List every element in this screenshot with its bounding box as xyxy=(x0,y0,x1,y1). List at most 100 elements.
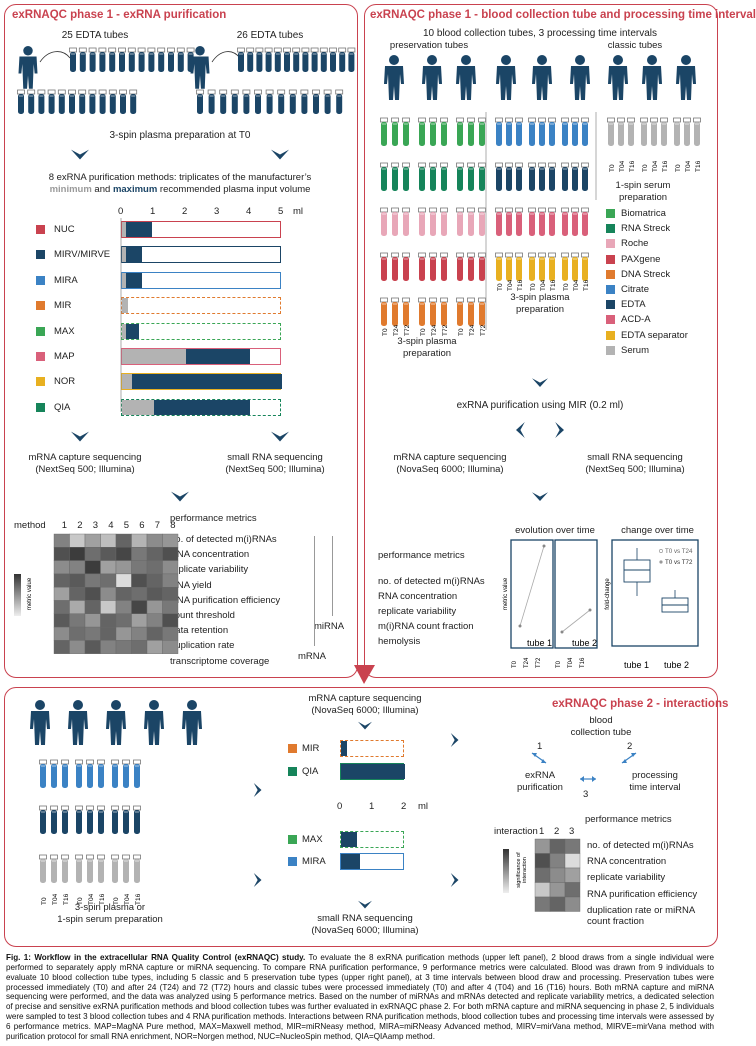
classic-tube-cap xyxy=(548,162,556,168)
arrowhead xyxy=(580,776,584,782)
evo-tube2-label: tube 2 xyxy=(572,638,597,648)
legend-swatch xyxy=(606,224,615,234)
max-volume-fill xyxy=(126,222,152,237)
max-volume-fill xyxy=(341,832,357,847)
edta-tube-cap xyxy=(88,47,97,53)
panel1-method-label: method xyxy=(14,520,46,531)
time-label: T04 xyxy=(652,160,659,172)
methods-line1: 8 exRNA purification methods: triplicate… xyxy=(48,172,312,183)
volume-bar-mira xyxy=(340,853,404,870)
person-body xyxy=(182,711,202,745)
classic-tube xyxy=(549,122,555,146)
phase2-tube-cap xyxy=(97,854,105,860)
preservation-tube xyxy=(457,302,463,326)
preservation-tube xyxy=(381,167,387,191)
label-mrna: mRNA xyxy=(298,651,326,662)
method-number-2: 2 xyxy=(77,520,83,531)
preservation-tube xyxy=(457,167,463,191)
heatmap-cell xyxy=(69,640,86,654)
person-body xyxy=(384,66,404,100)
phase2-tube xyxy=(51,810,57,834)
heatmap-cell xyxy=(146,560,163,575)
arrow-to-metrics xyxy=(171,491,189,502)
classic-tube xyxy=(496,122,502,146)
time-label: T04 xyxy=(540,279,547,291)
preservation-tube xyxy=(441,257,447,281)
label-26-edta-tubes: 26 EDTA tubes xyxy=(236,30,304,41)
edta-tube xyxy=(274,52,281,72)
phase2-tube xyxy=(51,764,57,788)
heatmap-cell xyxy=(115,640,132,654)
classic-tube xyxy=(506,122,512,146)
method-label-qia: QIA xyxy=(54,401,71,413)
edta-tube-cap xyxy=(264,47,273,53)
edta-tube-cap xyxy=(119,89,127,95)
edta-tube-cap xyxy=(265,89,274,95)
interaction-heatmap-cell xyxy=(534,882,551,898)
heatmap-cell xyxy=(146,640,163,654)
classic-tube-cap xyxy=(528,207,536,213)
classic-tube xyxy=(529,167,535,191)
preservation-tube-cap xyxy=(418,252,426,258)
heatmap-cell xyxy=(115,587,132,601)
metric-label: transcriptome coverage xyxy=(170,655,270,667)
edta-tube-cap xyxy=(292,47,301,53)
preservation-tube-cap xyxy=(418,117,426,123)
legend-swatch xyxy=(606,254,615,264)
time-label: T0 xyxy=(497,283,504,291)
heatmap-cell xyxy=(84,573,101,588)
person-body xyxy=(608,66,628,100)
edta-tube xyxy=(220,94,227,114)
legend-label: Serum xyxy=(621,344,649,356)
caption-text: To evaluate the 8 exRNA purification met… xyxy=(6,953,714,1041)
interaction-heatmap-cell xyxy=(564,853,581,869)
preservation-tube-cap xyxy=(440,252,448,258)
serum-tube-cap xyxy=(673,117,681,123)
preservation-tube-cap xyxy=(440,162,448,168)
phase2-tube xyxy=(87,810,93,834)
heatmap-cell xyxy=(146,547,163,561)
interaction-number-1: 1 xyxy=(537,741,543,752)
heatmap-cell xyxy=(115,573,132,588)
classic-tube-cap xyxy=(538,117,546,123)
time-label: T16 xyxy=(99,893,106,905)
methods-and: and xyxy=(91,183,113,195)
phase2-tube xyxy=(98,859,104,883)
interaction-number-3: 3 xyxy=(583,789,589,800)
classic-tube xyxy=(529,257,535,281)
serum-tube xyxy=(651,122,657,146)
preservation-tube xyxy=(479,257,485,281)
panel-blood-collection xyxy=(364,4,718,678)
heatmap-cell xyxy=(162,573,179,588)
legend-swatch xyxy=(606,345,615,355)
heatmap-cell xyxy=(162,640,179,654)
preservation-tube xyxy=(403,212,409,236)
preservation-tube-cap xyxy=(467,207,475,213)
preservation-tube-cap xyxy=(380,117,388,123)
interaction-number-2: 2 xyxy=(627,741,633,752)
person-head xyxy=(389,55,399,65)
heatmap-cell xyxy=(162,600,179,615)
time-label: T0 xyxy=(382,328,389,336)
evo-time-label: T0 xyxy=(512,660,518,668)
phase2-tube-cap xyxy=(75,805,83,811)
interaction-number: 1 xyxy=(539,826,545,837)
metric-label: data retention xyxy=(170,625,229,637)
edta-tube xyxy=(247,52,254,72)
preservation-tube xyxy=(419,167,425,191)
time-label: T72 xyxy=(442,324,449,336)
phase2-tube xyxy=(51,859,57,883)
max-volume-fill xyxy=(186,349,250,364)
edta-tube-cap xyxy=(108,47,117,53)
preservation-tube xyxy=(479,122,485,146)
preservation-tube xyxy=(430,122,436,146)
edta-tube xyxy=(289,94,296,114)
metric-label: RNA concentration xyxy=(378,591,458,602)
panel3-small-seq: small RNA sequencing (NovaSeq 6000; Illu… xyxy=(311,913,419,936)
phase2-tube xyxy=(76,859,82,883)
method-number-4: 4 xyxy=(108,520,114,531)
axis-tick-2: 2 xyxy=(182,206,188,217)
preservation-tube-cap xyxy=(478,207,486,213)
method-label-mira: MIRA xyxy=(54,274,78,286)
legend-marker-t24 xyxy=(659,549,663,553)
